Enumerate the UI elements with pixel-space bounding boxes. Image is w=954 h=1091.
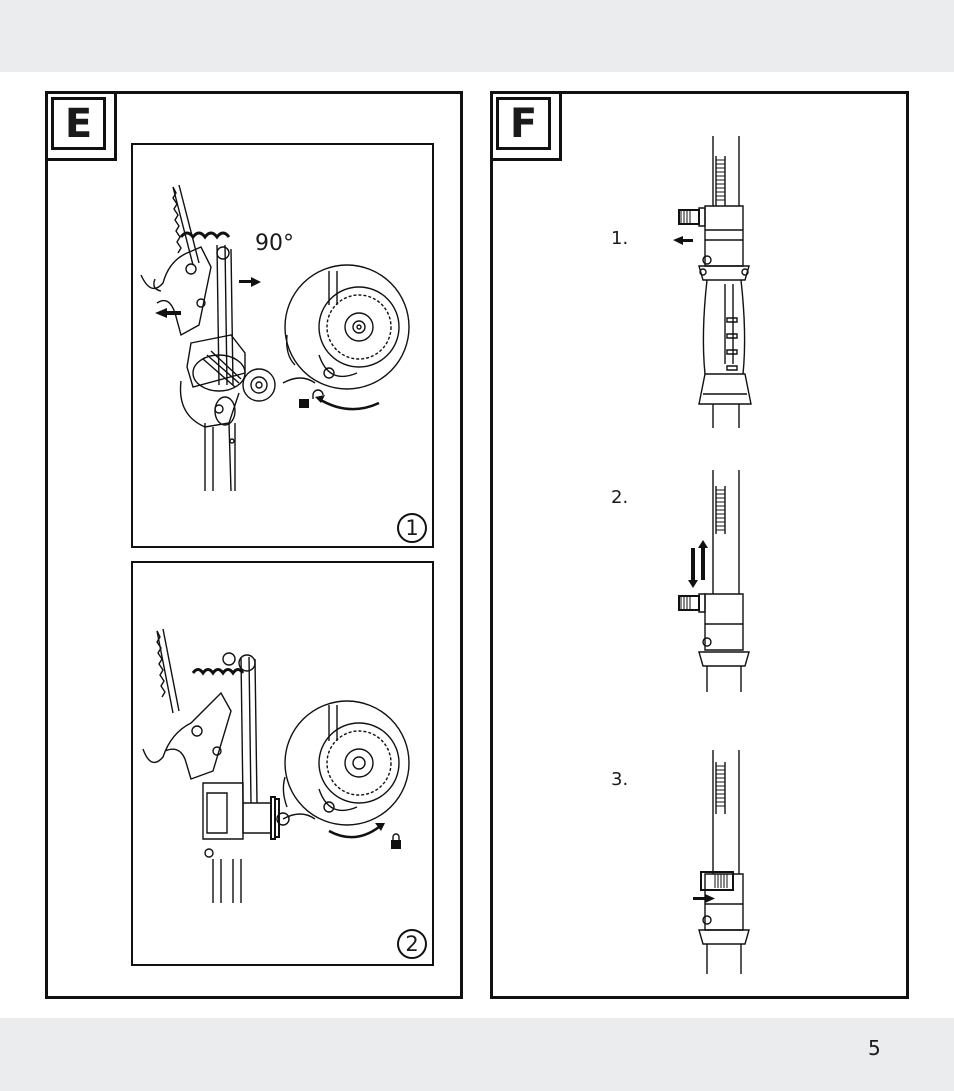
panel-e-step-1: 90° — [131, 143, 434, 548]
pole-step-1 — [679, 136, 751, 428]
pole-step-3 — [699, 750, 749, 974]
pruner-head-illustration-2 — [133, 563, 434, 966]
panel-e-tab: E — [45, 91, 117, 161]
curved-rotation-arrow-icon — [329, 827, 379, 837]
panel-f: F 1. 2. 3. — [490, 91, 909, 999]
pruner-head-illustration-1 — [133, 145, 434, 548]
panel-e: E 90° — [45, 91, 463, 999]
top-band — [0, 0, 954, 72]
padlock-closed-icon — [391, 834, 401, 849]
telescopic-pole-illustrations — [493, 94, 906, 996]
bottom-band — [0, 1018, 954, 1091]
panel-e-step-2: 2 — [131, 561, 434, 966]
panel-e-letter: E — [51, 97, 106, 150]
step-badge-2: 2 — [397, 929, 427, 959]
page-number: 5 — [868, 1036, 881, 1060]
step-badge-1: 1 — [397, 513, 427, 543]
curved-rotation-arrow-icon — [319, 399, 379, 409]
arrow-icon — [673, 236, 715, 903]
